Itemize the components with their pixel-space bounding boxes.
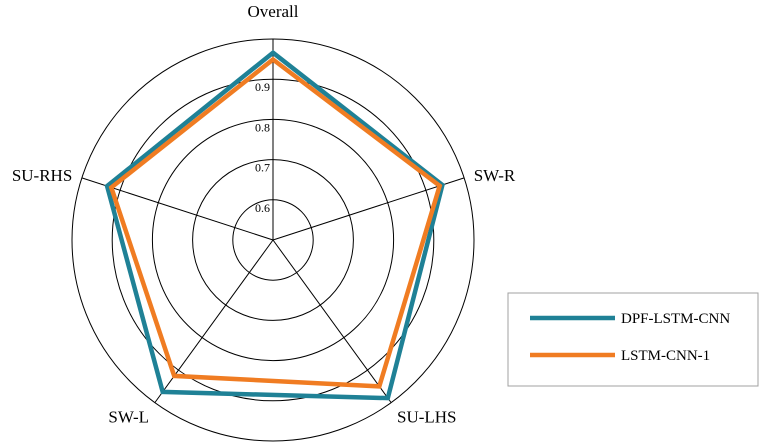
radar-spokes [81, 39, 465, 403]
spoke-su-lhs [272, 239, 392, 403]
axis-label-su-lhs: SU-LHS [397, 408, 457, 427]
axis-label-overall: Overall [248, 2, 299, 21]
legend: DPF-LSTM-CNN LSTM-CNN-1 [507, 292, 759, 387]
axis-label-sw-r: SW-R [474, 166, 516, 185]
series-line-lstm-cnn-1 [108, 56, 443, 389]
tick-label-0-6: 0.6 [255, 201, 270, 215]
series-lines [104, 49, 445, 401]
tick-label-0-7: 0.7 [255, 161, 270, 175]
tick-label-0-8: 0.8 [255, 120, 270, 134]
tick-label-0-9: 0.9 [255, 80, 270, 94]
axis-label-su-rhs: SU-RHS [12, 166, 72, 185]
legend-label-lstm-cnn-1: LSTM-CNN-1 [621, 348, 710, 364]
series-line-dpf-lstm-cnn [104, 49, 445, 401]
radial-tick-labels: 0.6 0.7 0.8 0.9 [255, 80, 270, 215]
axis-label-sw-l: SW-L [108, 408, 149, 427]
legend-label-dpf-lstm-cnn: DPF-LSTM-CNN [621, 311, 730, 327]
legend-box [507, 292, 759, 387]
spoke-sw-r [272, 177, 465, 241]
